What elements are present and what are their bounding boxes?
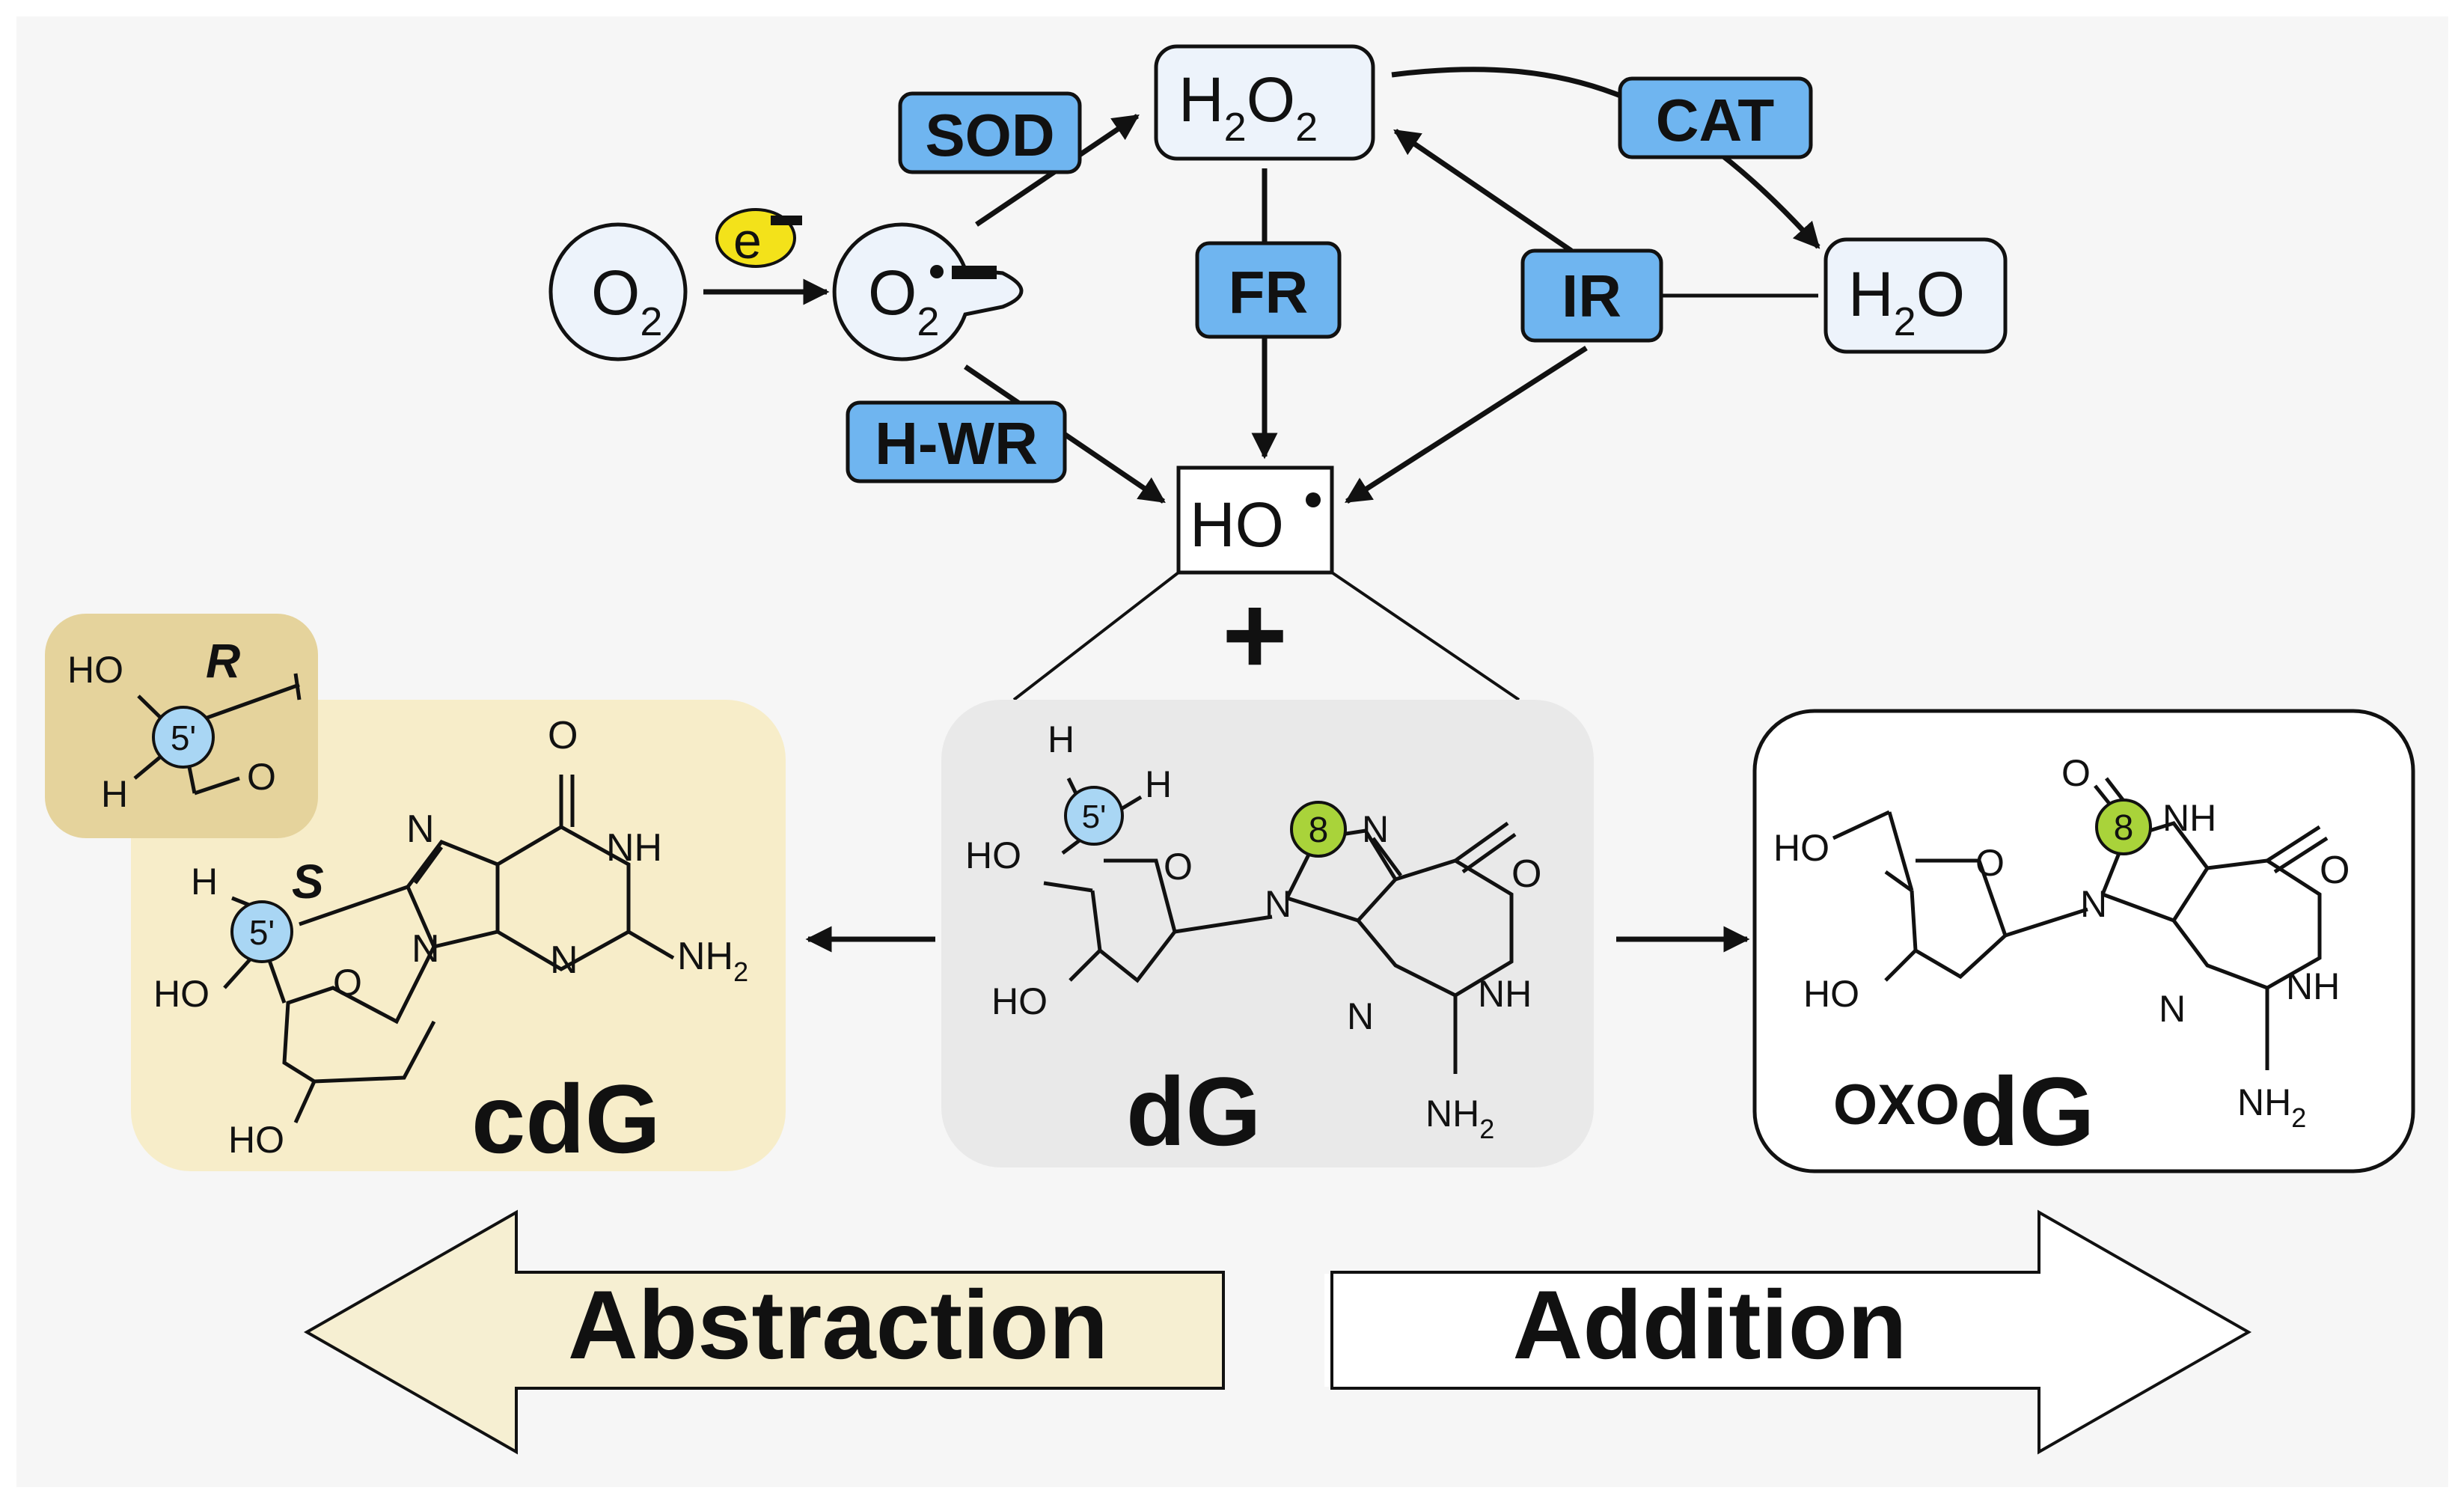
oxodg-atom-nh: NH (2286, 965, 2340, 1007)
dg-c5-marker (1064, 786, 1124, 846)
cdg-atom-n3: N (550, 938, 578, 982)
h2o-label: H2O (1848, 259, 1965, 344)
dg-atom-n9: N (1265, 883, 1291, 925)
cdg-atom-n7: N (406, 808, 435, 851)
dg-panel: 5' 8 H H HO O HO N N O NH N NH2 dG (941, 700, 1594, 1167)
funnel-line-right (1330, 571, 1520, 701)
cdg-atom-n9: N (412, 927, 440, 971)
dg-atom-nh2: NH2 (1425, 1093, 1494, 1144)
dg-atom-ring-o: O (1164, 846, 1193, 888)
hydroxyl-label: HO (1190, 489, 1284, 560)
enzyme-cat-label: CAT (1656, 87, 1775, 153)
oxodg-c8-label: 8 (2114, 808, 2134, 848)
dg-c5-label: 5' (1082, 799, 1107, 835)
enzyme-ir-label: IR (1562, 263, 1621, 329)
oxodg-atom-o-carbonyl: O (2320, 849, 2350, 892)
cdg-inset-o: O (247, 756, 276, 798)
hydroxyl-node (1176, 465, 1334, 575)
dg-c8-marker (1290, 801, 1347, 858)
cdg-inset-h: H (101, 773, 128, 815)
cdg-atom-o-carbonyl: O (548, 714, 578, 757)
plus-sign: + (1222, 572, 1288, 697)
oxodg-panel-background (1752, 709, 2415, 1173)
dg-atom-h1: H (1048, 718, 1074, 760)
cdg-atom-ho5: HO (153, 973, 210, 1015)
o2-node (548, 222, 688, 361)
addition-arrow (1330, 1209, 2252, 1455)
ros-network: O2 e O2 H2O2 H2O HO SOD CAT FR IR H-WR + (548, 44, 2008, 701)
dg-atom-o-carbonyl: O (1511, 852, 1541, 896)
electron-charge-bar (771, 216, 802, 225)
cdg-inset-c5-marker (152, 706, 215, 769)
dg-atom-n3: N (1347, 995, 1374, 1037)
cdg-atom-nh: NH (606, 826, 662, 870)
dg-atom-h2: H (1145, 763, 1172, 805)
cdg-panel: HO R H O 5' 5' S O NH N (45, 614, 786, 1173)
enzyme-sod (898, 91, 1082, 174)
h2o2-node (1154, 44, 1375, 161)
cdg-c5-marker (230, 900, 293, 963)
superoxide-node (832, 222, 1024, 361)
cdg-c5-label: 5' (249, 913, 275, 952)
oxodg-atom-n9: N (2080, 883, 2107, 925)
cdg-atom-nh2: NH2 (677, 935, 748, 987)
enzyme-ir (1520, 248, 1663, 343)
cdg-atom-ring-o: O (333, 962, 362, 1004)
addition-label: Addition (1512, 1270, 1907, 1379)
enzyme-fr (1195, 241, 1342, 339)
oxodg-atom-ho3: HO (1803, 973, 1859, 1015)
abstraction-label: Abstraction (568, 1270, 1108, 1379)
cdg-name: cdG (471, 1064, 661, 1173)
h2o2-label: H2O2 (1178, 64, 1318, 150)
oxodg-atom-nh7: NH (2162, 797, 2216, 839)
enzyme-fr-label: FR (1229, 259, 1309, 326)
oxodg-atom-ring-o: O (1975, 842, 2005, 884)
oxodg-atom-nh2: NH2 (2237, 1081, 2306, 1133)
oxodg-atom-n3: N (2159, 988, 2186, 1030)
oxodg-atom-o8: O (2061, 752, 2091, 794)
oxodg-c8-marker (2095, 799, 2152, 855)
arrow-ir-to-hydroxyl (1345, 346, 1588, 504)
addition-arrow-tail-mask (1324, 1274, 1330, 1387)
enzyme-cat (1618, 76, 1813, 159)
cdg-inset-r: R (206, 634, 240, 688)
superoxide-radical-dot (930, 265, 944, 278)
dg-panel-background (941, 700, 1594, 1167)
oxodg-atom-ho5: HO (1773, 827, 1829, 869)
arrow-ir-to-h2o2 (1393, 129, 1573, 253)
o2-label: O2 (591, 257, 662, 344)
cdg-inset-ho: HO (67, 649, 123, 691)
oxodg-bonds (1832, 777, 2329, 1070)
enzyme-sod-label: SOD (925, 102, 1054, 168)
abstraction-arrow (303, 1209, 1225, 1455)
superoxide-charge-bar (952, 266, 997, 279)
dg-name: dG (1126, 1057, 1262, 1166)
dg-atom-n7: N (1362, 808, 1389, 850)
dg-atom-ho3: HO (991, 980, 1048, 1022)
superoxide-label: O2 (868, 257, 939, 344)
electron-label: e (733, 213, 762, 269)
oxodg-panel: 8 O NH HO O HO N O NH N NH2 OXOdG (1752, 709, 2415, 1173)
enzyme-hwr-label: H-WR (875, 410, 1038, 477)
cdg-inset-c5-label: 5' (171, 718, 196, 757)
oxodg-name: OXOdG (1833, 1057, 2094, 1166)
h2o-node (1823, 237, 2008, 354)
hydroxyl-radical-dot (1306, 492, 1321, 507)
enzyme-hwr (846, 400, 1067, 483)
dg-atom-ho5: HO (965, 834, 1021, 876)
cdg-s-label: S (292, 855, 324, 909)
dg-c8-label: 8 (1309, 810, 1329, 850)
cdg-atom-h: H (191, 861, 218, 903)
funnel-line-left (1012, 571, 1180, 701)
dg-atom-nh: NH (1478, 973, 1532, 1015)
cdg-atom-ho3: HO (228, 1119, 284, 1161)
